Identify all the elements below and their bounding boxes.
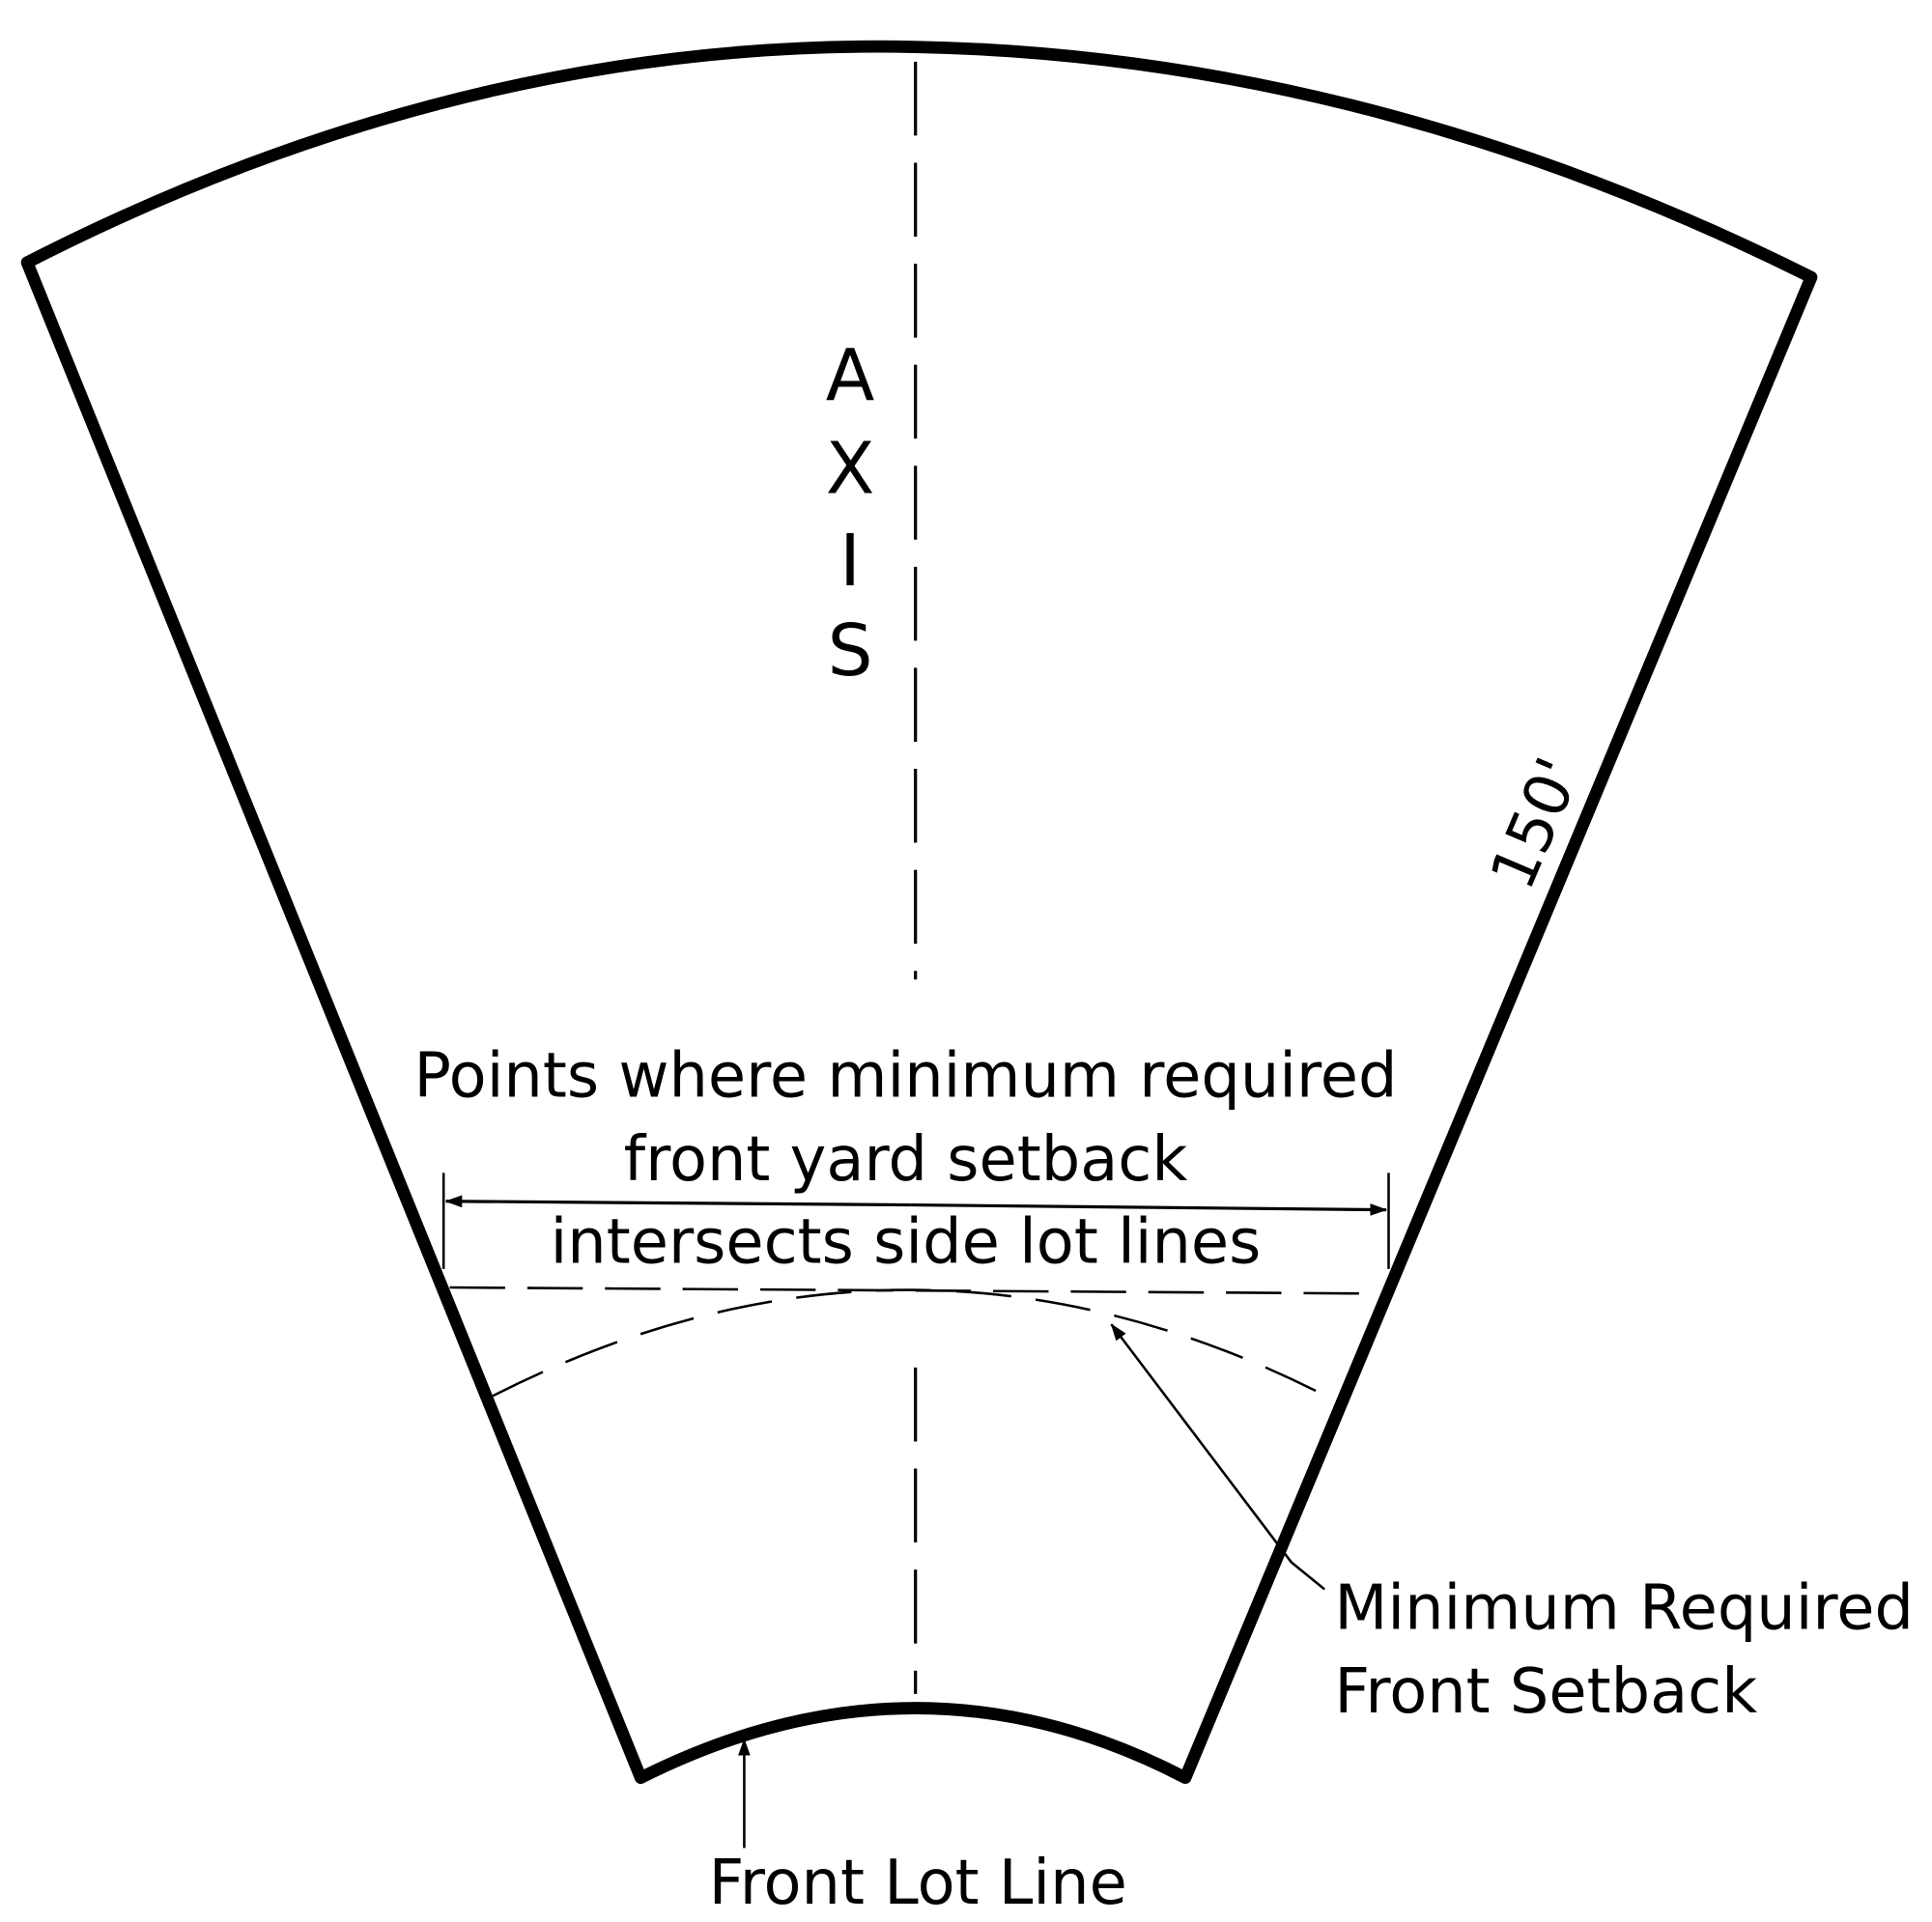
minimum-setback-arc [492, 1288, 1332, 1399]
intersection-note: Points where minimum required front yard… [414, 1040, 1398, 1278]
setback-label-line: Minimum Required [1334, 1572, 1914, 1644]
axis-label: A X I S [826, 335, 875, 692]
setback-label: Minimum Required Front Setback [1334, 1572, 1914, 1728]
note-line: intersects side lot lines [551, 1207, 1262, 1279]
setback-leader-line [1110, 1323, 1325, 1591]
note-line: front yard setback [624, 1124, 1188, 1196]
setback-label-line: Front Setback [1334, 1656, 1757, 1728]
dimension-arrow-right [911, 1202, 1388, 1216]
axis-letter: A [826, 335, 875, 418]
dimension-arrow-left [444, 1195, 912, 1208]
lot-boundary [20, 40, 1818, 1785]
axis-letter: S [828, 609, 873, 692]
front-lot-line-label: Front Lot Line [709, 1848, 1127, 1919]
axis-letter: X [826, 427, 875, 510]
note-line: Points where minimum required [414, 1040, 1398, 1112]
axis-letter: I [839, 520, 861, 603]
